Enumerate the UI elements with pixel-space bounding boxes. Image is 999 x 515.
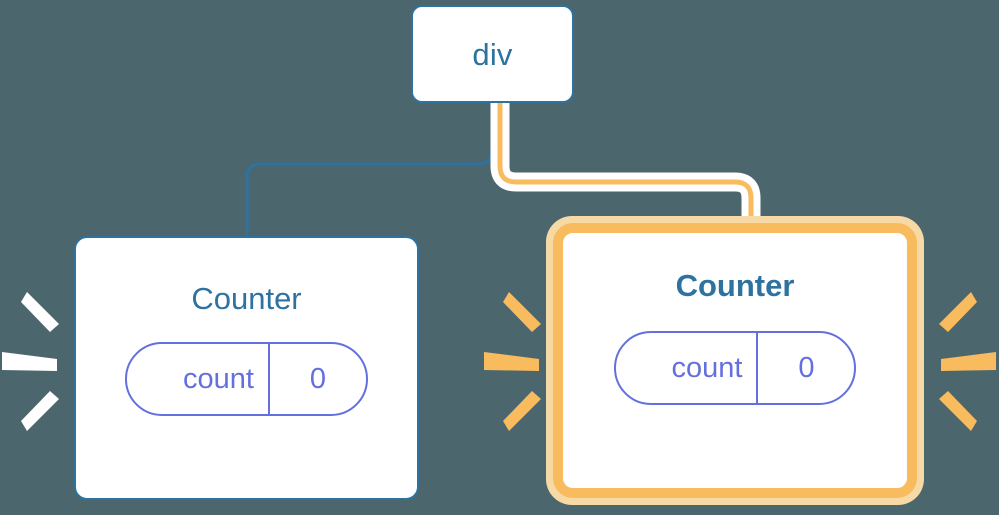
edge-div-to-left-counter (245, 101, 494, 238)
node-div[interactable]: div (411, 5, 574, 103)
node-div-label: div (472, 36, 513, 72)
highlight-ring: Counter count 0 (553, 223, 917, 498)
sparkle-group-left-counter (2, 292, 59, 431)
state-key-right: count (671, 351, 743, 384)
node-counter-left[interactable]: Counter count 0 (74, 236, 419, 500)
sparkle-ray-icon (21, 292, 59, 332)
sparkle-ray-icon (939, 391, 977, 431)
node-counter-right-label: Counter (675, 268, 795, 303)
state-pill-left: count 0 (125, 342, 368, 416)
sparkle-ray-icon (941, 352, 996, 371)
state-value-left: 0 (267, 344, 366, 414)
sparkle-ray-icon (21, 391, 59, 431)
node-counter-right[interactable]: Counter count 0 (546, 216, 924, 505)
sparkle-ray-icon (484, 352, 539, 371)
state-pill-right: count 0 (613, 331, 857, 405)
sparkle-ray-icon (939, 292, 977, 332)
edge-div-to-right-counter (497, 103, 754, 222)
sparkle-group-right-counter-left (484, 292, 541, 431)
state-key-left: count (183, 362, 254, 395)
sparkle-ray-icon (503, 391, 541, 431)
edge-div-to-right-counter-halo (490, 103, 761, 222)
sparkle-group-right-counter-right (939, 292, 996, 431)
node-counter-left-label: Counter (191, 281, 302, 316)
sparkle-ray-icon (503, 292, 541, 332)
state-value-right: 0 (756, 333, 854, 403)
sparkle-ray-icon (2, 352, 57, 371)
